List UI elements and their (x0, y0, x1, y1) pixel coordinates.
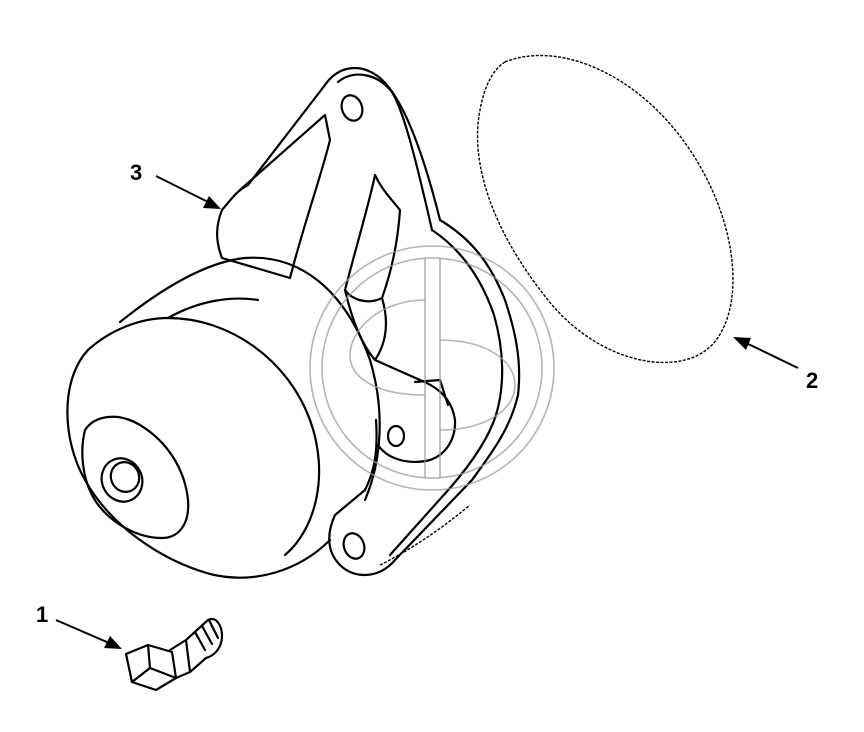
gasket-icon (476, 54, 734, 364)
pump-flange-icon (216, 66, 521, 577)
callout-label-3: 3 (130, 160, 142, 185)
callout-label-2: 2 (806, 368, 818, 393)
pump-body-icon (66, 256, 381, 579)
bolt-icon (124, 617, 224, 692)
callout-arrow-1 (55, 619, 122, 649)
watermark-logo (309, 245, 555, 491)
callout-label-1: 1 (36, 602, 48, 627)
callout-arrow-3 (155, 175, 221, 209)
callout-arrow-2 (733, 337, 799, 369)
